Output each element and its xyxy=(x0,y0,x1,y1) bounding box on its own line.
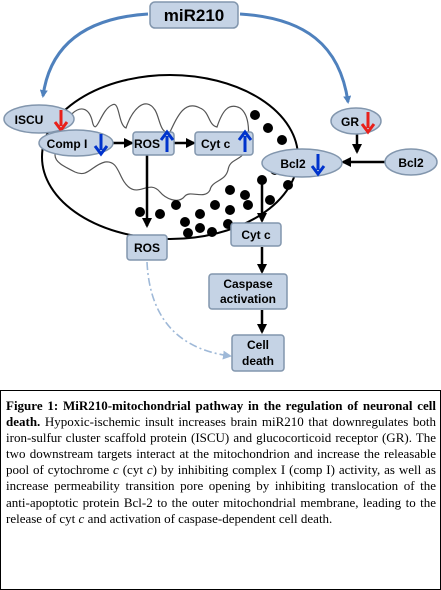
mito-particle xyxy=(207,227,217,237)
cytc-mito-label: Cyt c xyxy=(201,137,231,151)
bcl2-out-node: Bcl2 xyxy=(384,148,438,176)
ros-mito-label: ROS xyxy=(134,137,160,151)
cell-death-node: Cell death xyxy=(231,334,285,372)
mitochondrion-outer-membrane xyxy=(41,74,299,240)
death-label-line2: death xyxy=(242,354,274,368)
mito-particle xyxy=(277,135,287,145)
mito-particle xyxy=(283,180,293,190)
caption-italic-c-2: c xyxy=(146,462,153,478)
caption-body-4: and activation of caspase-dependent cell… xyxy=(84,510,333,526)
iscu-label: ISCU xyxy=(15,113,44,127)
cytc-mito-node: Cyt c xyxy=(194,129,254,156)
caption-title: Figure 1: MiR210-mitochondrial pathway i… xyxy=(6,398,436,430)
ros-out-label: ROS xyxy=(134,241,160,255)
caspase-label-line2: activation xyxy=(220,292,276,306)
mir210-to-iscu-connector xyxy=(39,12,149,98)
mito-particle xyxy=(195,223,205,233)
comp-i-node: Comp I xyxy=(38,129,114,157)
gr-node: GR xyxy=(330,107,382,135)
down-arrow-icon xyxy=(360,112,376,135)
mito-particle xyxy=(265,195,275,205)
mito-particle xyxy=(250,110,260,120)
cytc-out-label: Cyt c xyxy=(241,228,271,242)
down-arrow-icon xyxy=(53,110,69,133)
ros-out-node: ROS xyxy=(126,234,168,261)
mito-particle xyxy=(183,228,193,238)
caption-italic-c-3: c xyxy=(78,510,85,526)
gr-label: GR xyxy=(341,115,359,129)
mito-particle xyxy=(225,205,235,215)
ros-mito-node: ROS xyxy=(132,129,175,156)
mir210-node: miR210 xyxy=(149,1,239,29)
figure-caption: Figure 1: MiR210-mitochondrial pathway i… xyxy=(0,390,441,590)
mito-particle xyxy=(171,200,181,210)
mitochondrion-particles xyxy=(135,110,293,238)
mitochondrion-inner-membrane xyxy=(54,103,250,201)
mito-particle xyxy=(240,190,250,200)
pathway-diagram: miR210 ISCU Comp I ROS Cyt c xyxy=(3,1,438,372)
comp-i-label: Comp I xyxy=(47,137,88,151)
caption-body-3: ) by inhibiting complex I (comp I) activ… xyxy=(6,462,436,526)
rosout-to-death-dashed-arrow xyxy=(146,261,232,360)
mito-particle xyxy=(180,217,190,227)
mito-particle xyxy=(155,209,165,219)
caption-italic-c-1: c xyxy=(113,462,119,478)
mito-particle xyxy=(210,200,220,210)
cytc-out-node: Cyt c xyxy=(230,222,282,247)
down-arrow-icon xyxy=(310,154,326,177)
up-arrow-icon xyxy=(237,129,253,152)
caspase-node: Caspase activation xyxy=(208,273,288,310)
caspase-label-line1: Caspase xyxy=(223,277,273,291)
caption-body-1: Hypoxic-ischemic insult increases brain … xyxy=(6,414,436,478)
caption-body-2: (cyt xyxy=(118,462,147,478)
bcl2-mito-label: Bcl2 xyxy=(280,157,306,171)
mito-particle xyxy=(135,207,145,217)
up-arrow-icon xyxy=(159,129,175,152)
mito-particle xyxy=(243,200,253,210)
death-label-line1: Cell xyxy=(247,338,269,352)
mito-particle xyxy=(225,185,235,195)
mir210-label: miR210 xyxy=(164,6,224,25)
mir210-to-gr-connector xyxy=(239,12,352,104)
iscu-node: ISCU xyxy=(3,104,75,134)
bcl2-mito-node: Bcl2 xyxy=(261,148,343,178)
bcl2-out-label: Bcl2 xyxy=(398,156,424,170)
mito-particle xyxy=(263,123,273,133)
down-arrow-icon xyxy=(93,134,109,157)
mito-particle xyxy=(195,209,205,219)
